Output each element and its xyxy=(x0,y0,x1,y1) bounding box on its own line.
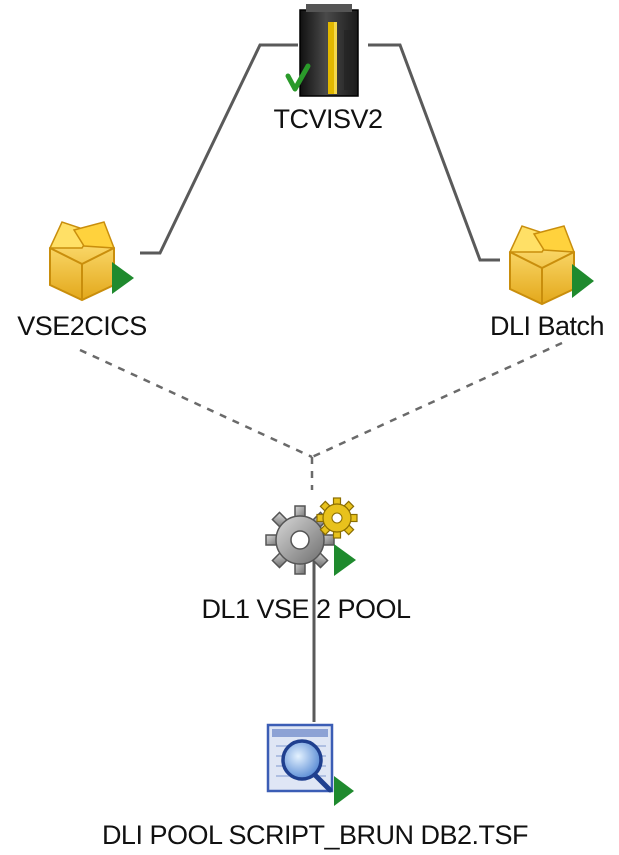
server-tower-icon xyxy=(299,4,359,97)
script-document-icon xyxy=(266,723,334,793)
node-label-script: DLI POOL SCRIPT_BRUN DB2.TSF xyxy=(102,820,528,850)
node-dli-batch[interactable]: DLI Batch xyxy=(490,225,605,341)
check-mark-icon xyxy=(285,63,311,92)
node-label-server: TCVISV2 xyxy=(273,104,382,134)
node-pool[interactable]: DL1 VSE 2 POOL xyxy=(201,497,412,624)
node-label-vse2cics: VSE2CICS xyxy=(17,311,147,341)
play-arrow-icon xyxy=(334,544,356,576)
node-label-dli-batch: DLI Batch xyxy=(490,311,604,341)
node-vse2cics[interactable]: VSE2CICS xyxy=(17,221,147,341)
node-server[interactable]: TCVISV2 xyxy=(273,4,383,134)
package-box-icon xyxy=(48,221,116,302)
edge-dli-batch-pool xyxy=(311,341,563,459)
node-label-pool: DL1 VSE 2 POOL xyxy=(201,594,411,624)
edges xyxy=(79,43,563,722)
package-box-icon xyxy=(508,225,576,306)
edge-vse2cics-pool xyxy=(79,348,313,459)
play-arrow-icon xyxy=(334,776,354,806)
edge-server-dli-batch xyxy=(368,43,500,262)
edge-server-vse2cics xyxy=(140,43,298,255)
play-arrow-icon xyxy=(572,264,594,298)
play-arrow-icon xyxy=(112,262,134,294)
gears-icon xyxy=(265,497,358,575)
node-script[interactable]: DLI POOL SCRIPT_BRUN DB2.TSF xyxy=(102,723,529,850)
